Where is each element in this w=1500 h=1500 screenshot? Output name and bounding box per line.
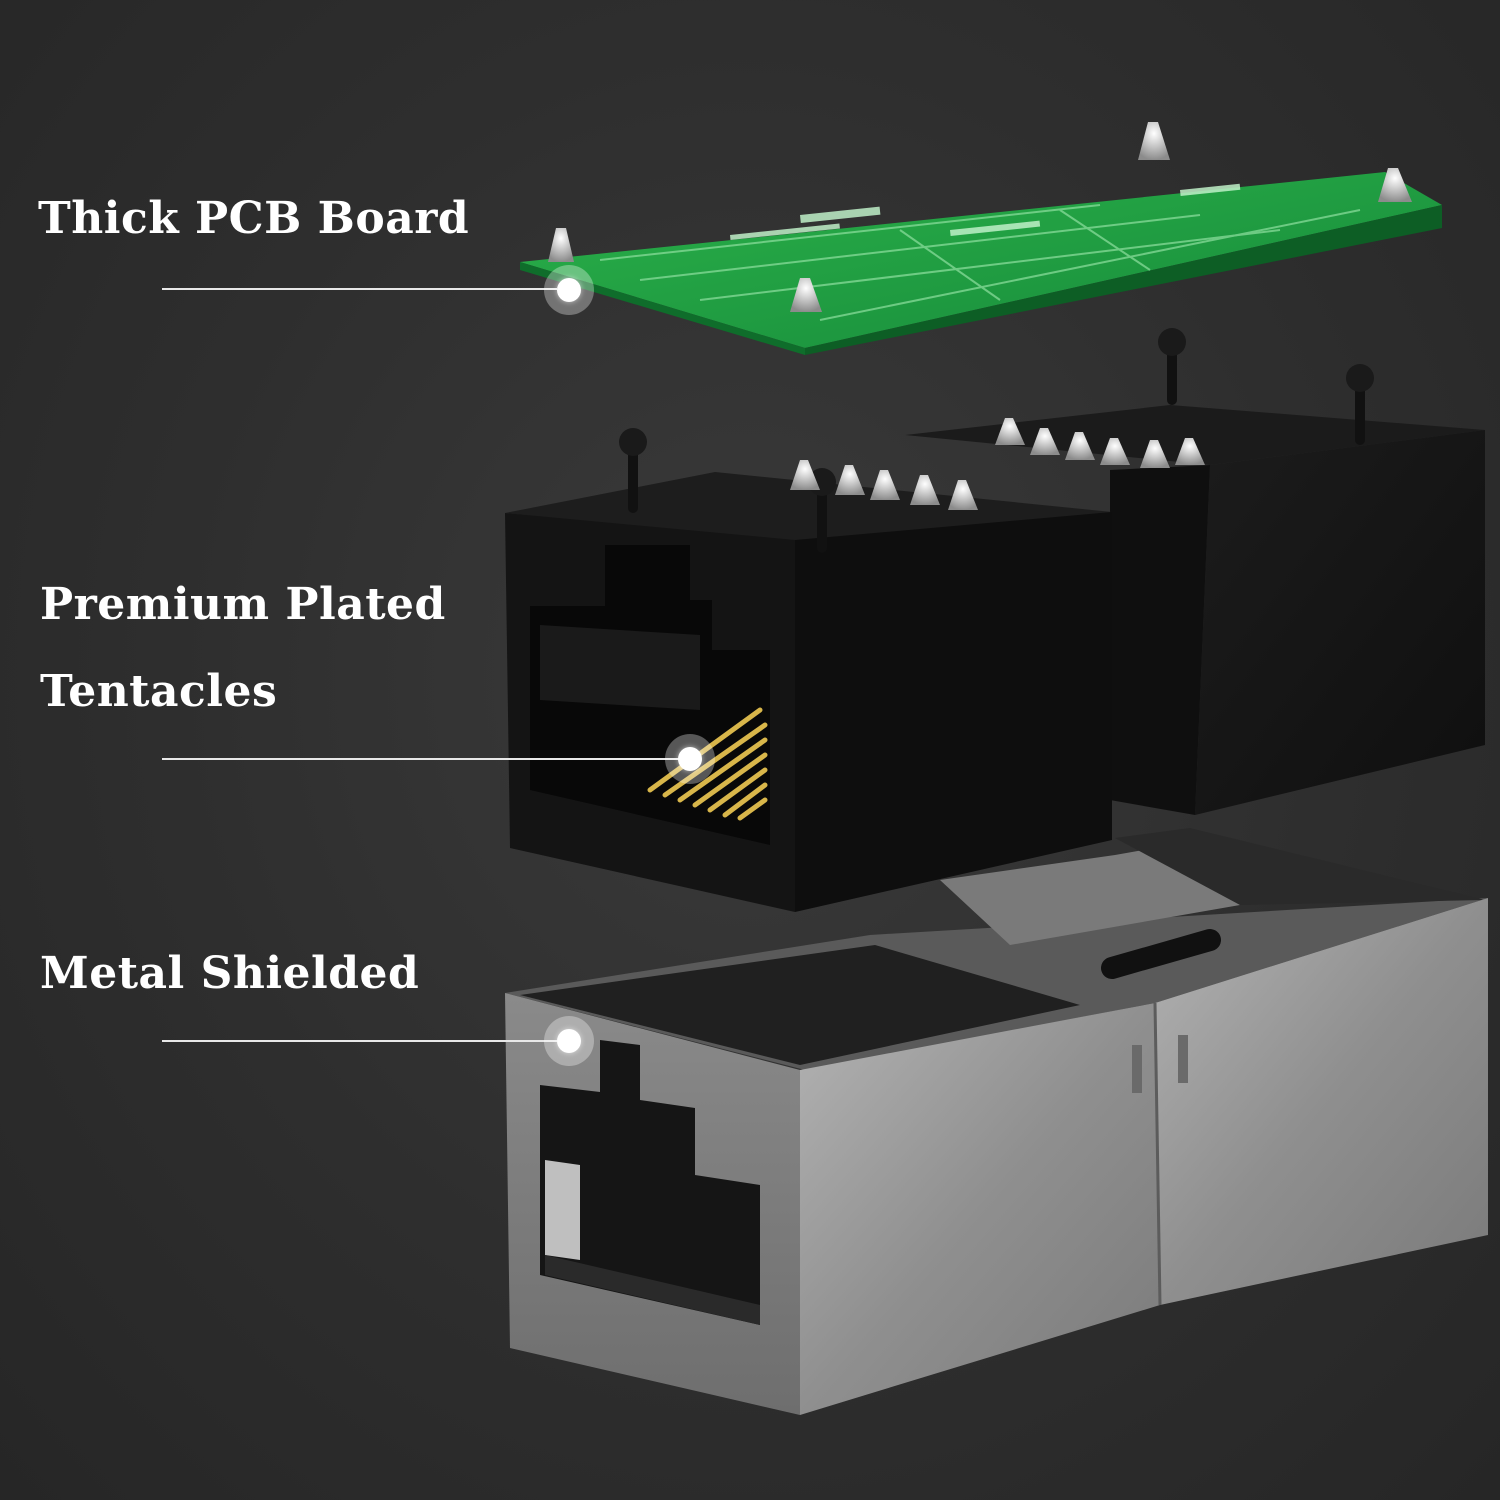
pcb-leader-line bbox=[162, 288, 557, 290]
pcb-label: Thick PCB Board bbox=[38, 193, 470, 244]
metal-shield-illustration bbox=[505, 828, 1488, 1415]
pcb-board-illustration bbox=[520, 122, 1442, 355]
tentacles-label-line2: Tentacles bbox=[40, 666, 278, 717]
shield-label: Metal Shielded bbox=[40, 948, 420, 999]
tentacles-leader-line bbox=[162, 758, 680, 760]
tentacles-marker-dot bbox=[678, 747, 702, 771]
pcb-marker-dot bbox=[557, 278, 581, 302]
tentacles-label-line1: Premium Plated bbox=[40, 579, 446, 630]
shield-leader-line bbox=[162, 1040, 557, 1042]
shield-marker-dot bbox=[557, 1029, 581, 1053]
connector-housing-illustration bbox=[505, 328, 1485, 912]
